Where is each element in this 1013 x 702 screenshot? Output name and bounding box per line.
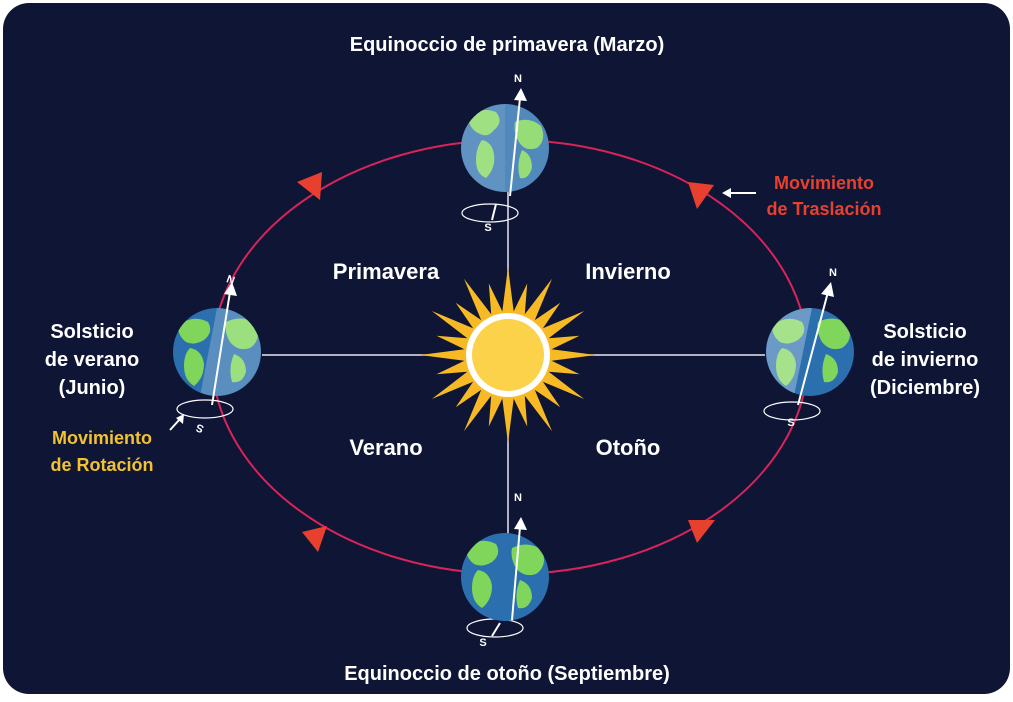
rotation-label-line1: Movimiento bbox=[52, 428, 152, 448]
orbit-arrow-icon bbox=[688, 520, 715, 543]
south-label-left: S bbox=[194, 421, 205, 435]
south-label-top: S bbox=[484, 222, 491, 234]
translation-label-line2: de Traslación bbox=[766, 199, 881, 219]
season-verano: Verano bbox=[349, 435, 422, 460]
earth-globe-icon bbox=[173, 282, 261, 419]
season-otono: Otoño bbox=[596, 435, 661, 460]
south-label-bottom: S bbox=[479, 637, 486, 649]
orbit-arrow-icon bbox=[297, 172, 322, 200]
north-label-right: N bbox=[829, 267, 837, 279]
orbit-arrow-icon bbox=[688, 182, 714, 209]
season-primavera: Primavera bbox=[333, 259, 440, 284]
autumn-equinox-label: Equinoccio de otoño (Septiembre) bbox=[344, 663, 670, 685]
season-invierno: Invierno bbox=[585, 259, 671, 284]
north-label-top: N bbox=[514, 73, 522, 85]
winter-solstice-line2: de invierno bbox=[872, 349, 979, 371]
winter-solstice-line1: Solsticio bbox=[883, 321, 966, 343]
summer-solstice-line2: de verano bbox=[45, 349, 139, 371]
summer-solstice-line3: (Junio) bbox=[59, 377, 126, 399]
earth-globe-icon bbox=[461, 517, 549, 638]
earth-globe-icon bbox=[763, 282, 854, 421]
rotation-pointer-head bbox=[176, 414, 184, 424]
sun-icon bbox=[420, 267, 596, 443]
orbit-arrow-icon bbox=[302, 526, 327, 552]
summer-solstice-line1: Solsticio bbox=[50, 321, 133, 343]
translation-label-line1: Movimiento bbox=[774, 173, 874, 193]
rotation-label-line2: de Rotación bbox=[50, 455, 153, 475]
rotation-pointer bbox=[169, 418, 181, 431]
spring-equinox-label: Equinoccio de primavera (Marzo) bbox=[350, 34, 665, 56]
south-label-right: S bbox=[787, 417, 794, 429]
north-label-left: N bbox=[225, 272, 237, 286]
winter-solstice-line3: (Diciembre) bbox=[870, 377, 980, 399]
north-label-bottom: N bbox=[514, 492, 522, 504]
translation-pointer-head bbox=[722, 188, 731, 198]
